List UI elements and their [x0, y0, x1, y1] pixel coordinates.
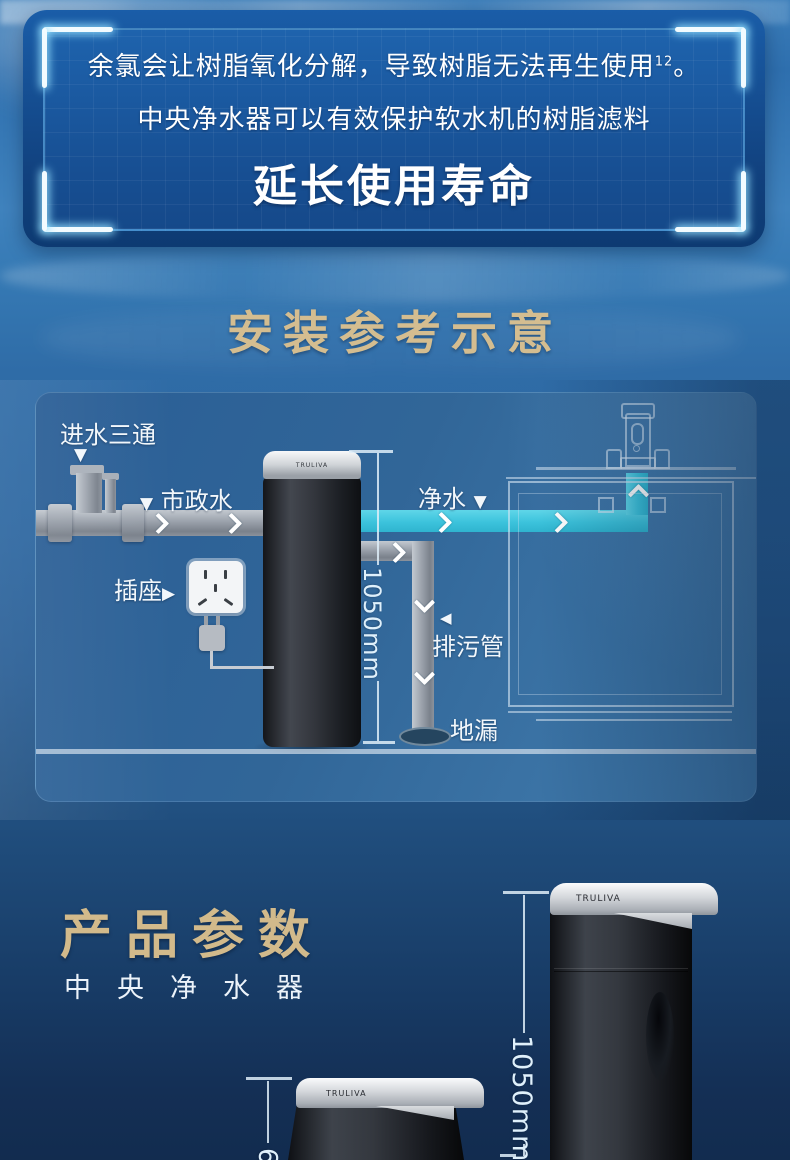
down-arrow-icon: ▼ — [140, 494, 154, 514]
width-dimension-label-partial: 650mm — [252, 1148, 282, 1160]
brand-logo: TRULIVA — [326, 1088, 367, 1098]
inlet-tee-label: 进水三通 — [60, 421, 156, 449]
banner-line-1: 余氯会让树脂氧化分解，导致树脂无法再生使用12。 — [88, 46, 701, 83]
socket-hole — [204, 570, 207, 579]
glow-corner-icon — [675, 227, 745, 232]
dimension-tick — [500, 1154, 516, 1157]
faucet-body — [625, 413, 651, 467]
product-cap: TRULIVA — [263, 451, 361, 479]
cabinet-kick-line — [508, 711, 732, 713]
cabinet-inner-outline — [518, 493, 722, 695]
dimension-line — [523, 1144, 525, 1156]
panel-light — [476, 393, 756, 713]
banner-glow-frame: 余氯会让树脂氧化分解，导致树脂无法再生使用12。 中央净水器可以有效保护软水机的… — [42, 27, 746, 232]
wave-highlight — [0, 250, 790, 302]
banner-headline: 延长使用寿命 — [253, 160, 535, 212]
faucet-slot — [631, 423, 644, 445]
glow-corner-icon — [675, 27, 745, 32]
socket-hole — [224, 570, 227, 579]
banner-footnote: 12 — [654, 53, 674, 69]
product-body — [263, 475, 361, 747]
dimension-line — [267, 1081, 269, 1143]
socket-hole — [223, 597, 234, 607]
down-arrow-icon: ▼ — [74, 445, 88, 465]
tee-stem-cap — [102, 473, 119, 480]
tee-valve-cap — [70, 465, 104, 475]
purified-water-riser — [626, 473, 648, 515]
install-diagram-panel: 进水三通 ▼ ▼ 市政水 净水 ▼ TRULIVA 1050mm ◀ — [35, 392, 757, 802]
wave-highlight-2 — [40, 305, 740, 371]
install-section-title: 安装参考示意 — [227, 306, 563, 360]
power-socket-icon — [189, 561, 243, 613]
right-arrow-icon: ▶ — [162, 584, 176, 604]
purifier-unit-diagram: TRULIVA — [253, 451, 371, 761]
cabinet-outline — [508, 481, 734, 707]
banner-line-2: 中央净水器可以有效保护软水机的树脂滤料 — [137, 104, 651, 135]
tee-valve-body — [76, 473, 102, 513]
glow-corner-icon — [43, 27, 113, 32]
faucet-cap — [621, 403, 655, 419]
dimension-tick — [503, 891, 549, 894]
body-seam — [554, 968, 688, 972]
dimension-tick — [246, 1077, 292, 1080]
cabinet-handle — [598, 497, 614, 513]
socket-text: 插座 — [114, 577, 162, 605]
municipal-water-text: 市政水 — [160, 487, 233, 515]
drain-pipe-label: 排污管 — [432, 633, 504, 661]
dimension-tick — [363, 741, 395, 744]
dimension-line — [377, 681, 379, 741]
glow-corner-icon — [42, 28, 47, 88]
power-plug-icon — [199, 616, 225, 651]
pipe-flange — [122, 504, 144, 542]
product-cap: TRULIVA — [550, 883, 718, 915]
height-dimension-label: 1050mm — [358, 567, 386, 681]
glow-corner-icon — [43, 227, 113, 232]
down-arrow-icon: ▼ — [473, 492, 487, 512]
floor-line — [36, 749, 756, 754]
socket-hole — [197, 597, 208, 607]
faucet-handle — [606, 449, 622, 469]
banner-line-1-tail: 。 — [673, 51, 701, 82]
params-section-subtitle: 中央净水器 — [64, 973, 329, 1004]
cabinet-handle — [650, 497, 666, 513]
drain-pipe-vertical — [412, 541, 434, 733]
product-photo-small: TRULIVA — [288, 1072, 484, 1160]
municipal-water-label: ▼ 市政水 — [140, 481, 233, 516]
brand-logo: TRULIVA — [295, 461, 329, 469]
cabinet-kick-line — [536, 719, 732, 721]
side-handle-recess — [646, 992, 674, 1080]
inlet-pipe — [36, 510, 264, 536]
plug-prong — [216, 616, 220, 625]
brand-logo: TRULIVA — [576, 894, 621, 904]
glow-corner-icon — [741, 28, 746, 88]
params-section-title: 产品参数 — [60, 906, 325, 966]
power-cord — [210, 651, 213, 669]
purified-water-pipe — [326, 510, 648, 532]
tee-stem — [105, 479, 116, 513]
power-cord — [210, 666, 274, 669]
purified-water-text: 净水 — [418, 485, 466, 513]
socket-label: 插座▶ — [114, 571, 175, 606]
faucet-base — [620, 457, 656, 469]
pipe-flange — [48, 504, 72, 542]
height-dimension-label: 1050mm — [506, 1035, 537, 1160]
plug-prong — [204, 616, 208, 625]
purified-water-label: 净水 ▼ — [418, 479, 487, 514]
floor-drain-outlet — [399, 727, 451, 746]
dimension-line — [377, 453, 379, 565]
product-cap: TRULIVA — [296, 1078, 484, 1108]
glow-corner-icon — [42, 171, 47, 231]
countertop-line — [506, 477, 756, 479]
product-photo-large: TRULIVA — [550, 880, 718, 1160]
glow-corner-icon — [741, 171, 746, 231]
socket-hole — [214, 584, 217, 592]
dimension-tick — [349, 450, 393, 453]
banner-line-1-text: 余氯会让树脂氧化分解，导致树脂无法再生使用 — [87, 51, 655, 82]
faucet-dot — [633, 445, 640, 452]
left-arrow-icon: ◀ — [440, 609, 452, 627]
faucet-handle — [654, 449, 670, 469]
floor-drain-label: 地漏 — [450, 717, 498, 745]
info-banner: 余氯会让树脂氧化分解，导致树脂无法再生使用12。 中央净水器可以有效保护软水机的… — [23, 10, 765, 247]
dimension-line — [523, 895, 525, 1033]
